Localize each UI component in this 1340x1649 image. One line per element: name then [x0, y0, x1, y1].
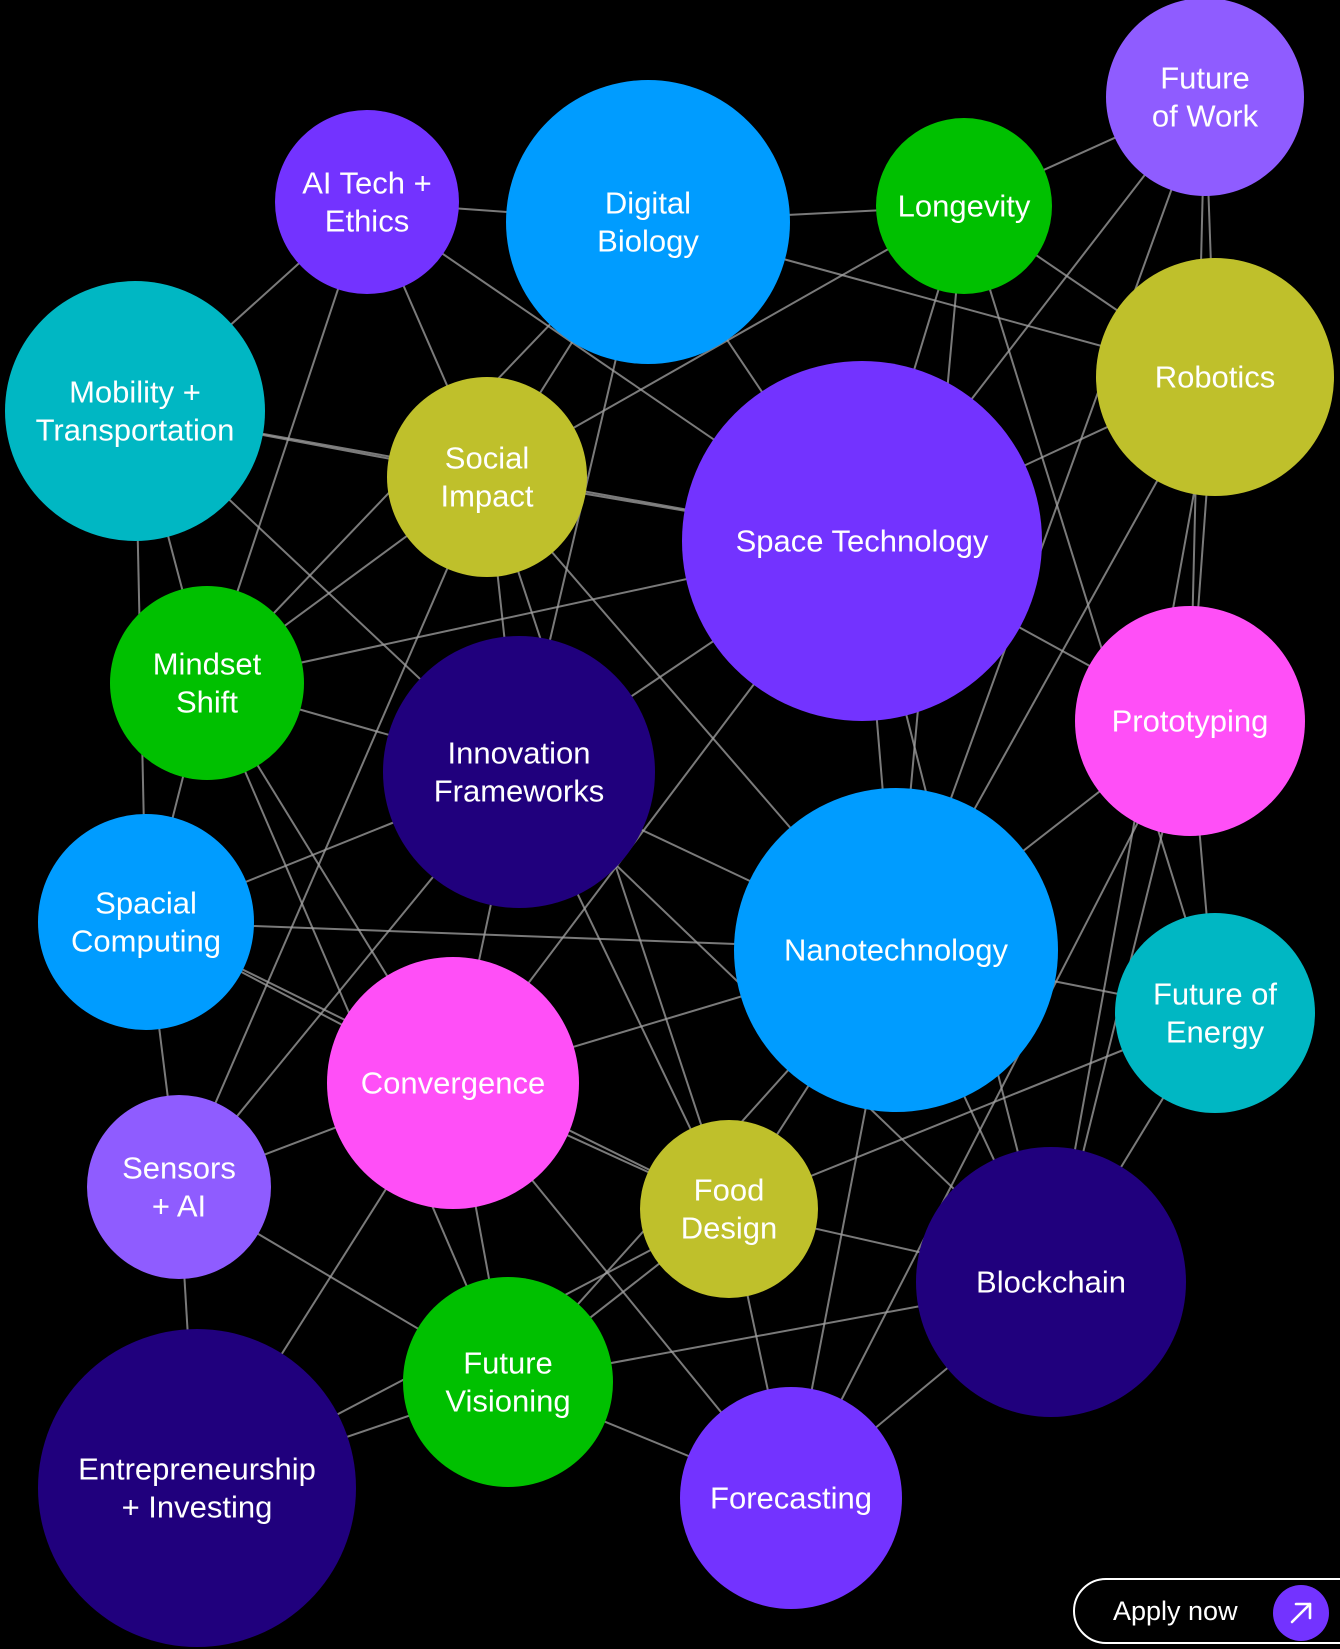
node-label-innovation-frameworks-line-2: Frameworks: [434, 774, 605, 809]
node-label-spacial-computing-line-2: Computing: [71, 924, 221, 959]
node-robotics[interactable]: Robotics: [1096, 258, 1334, 496]
node-circle-innovation-frameworks: [383, 636, 655, 908]
node-label-sensors-ai-line-2: + AI: [152, 1189, 206, 1224]
node-circle-mindset-shift: [110, 586, 304, 780]
node-label-spacial-computing-line-1: Spacial: [95, 886, 197, 921]
node-label-mobility-transportation-line-1: Mobility +: [69, 375, 201, 410]
node-circle-prototyping: [1075, 606, 1305, 836]
edge-social-impact-to-sensors-ai: [178, 476, 488, 1188]
node-label-social-impact-line-2: Impact: [440, 479, 533, 514]
node-forecasting[interactable]: Forecasting: [680, 1387, 902, 1609]
node-label-future-of-energy-line-1: Future of: [1153, 977, 1277, 1012]
node-sensors-ai[interactable]: Sensors+ AI: [87, 1095, 271, 1279]
edge-robotics-to-blockchain: [1050, 376, 1216, 1283]
node-label-future-of-work-line-2: of Work: [1152, 99, 1259, 134]
node-circle-social-impact: [387, 377, 587, 577]
node-label-entrepreneurship-investing-line-2: + Investing: [122, 1490, 273, 1525]
node-circle-future-of-energy: [1115, 913, 1315, 1113]
node-label-future-of-work-line-1: Future: [1160, 61, 1250, 96]
node-label-robotics-line-1: Robotics: [1155, 360, 1276, 395]
node-label-nanotechnology-line-1: Nanotechnology: [784, 933, 1009, 968]
node-label-sensors-ai-line-1: Sensors: [122, 1151, 236, 1186]
node-longevity[interactable]: Longevity: [876, 118, 1052, 294]
node-circle-future-of-work: [1106, 0, 1304, 196]
node-blockchain[interactable]: Blockchain: [916, 1147, 1186, 1417]
node-circle-blockchain: [916, 1147, 1186, 1417]
node-convergence[interactable]: Convergence: [327, 957, 579, 1209]
node-label-digital-biology-line-1: Digital: [605, 186, 691, 221]
node-circle-ai-tech-ethics: [275, 110, 459, 294]
arrow-up-right-icon: [1273, 1585, 1329, 1641]
apply-now-label: Apply now: [1113, 1595, 1238, 1626]
node-label-ai-tech-ethics-line-1: AI Tech +: [302, 166, 432, 201]
node-label-food-design-line-1: Food: [694, 1173, 765, 1208]
node-circle-food-design: [640, 1120, 818, 1298]
node-circle-space-technology: [682, 361, 1042, 721]
node-circle-robotics: [1096, 258, 1334, 496]
node-label-social-impact-line-1: Social: [445, 441, 529, 476]
node-label-food-design-line-2: Design: [681, 1211, 778, 1246]
node-label-digital-biology-line-2: Biology: [597, 224, 699, 259]
node-label-mindset-shift-line-2: Shift: [176, 685, 238, 720]
node-circle-longevity: [876, 118, 1052, 294]
node-label-ai-tech-ethics-line-2: Ethics: [325, 204, 409, 239]
node-label-longevity-line-1: Longevity: [898, 189, 1031, 224]
node-circle-forecasting: [680, 1387, 902, 1609]
node-label-prototyping-line-1: Prototyping: [1112, 704, 1269, 739]
node-label-innovation-frameworks-line-1: Innovation: [447, 736, 590, 771]
node-circle-future-visioning: [403, 1277, 613, 1487]
apply-now-button[interactable]: Apply now: [1073, 1578, 1340, 1644]
node-label-entrepreneurship-investing-line-1: Entrepreneurship: [78, 1452, 316, 1487]
node-circle-sensors-ai: [87, 1095, 271, 1279]
edge-longevity-to-future-of-energy: [963, 205, 1216, 1014]
node-ai-tech-ethics[interactable]: AI Tech +Ethics: [275, 110, 459, 294]
node-circle-spacial-computing: [38, 814, 254, 1030]
node-nanotechnology[interactable]: Nanotechnology: [734, 788, 1058, 1112]
node-label-forecasting-line-1: Forecasting: [710, 1481, 872, 1516]
edge-prototyping-to-forecasting: [790, 720, 1191, 1499]
node-circle-nanotechnology: [734, 788, 1058, 1112]
node-space-technology[interactable]: Space Technology: [682, 361, 1042, 721]
node-circle-entrepreneurship-investing: [38, 1329, 356, 1647]
node-label-future-visioning-line-1: Future: [463, 1346, 553, 1381]
node-circle-mobility-transportation: [5, 281, 265, 541]
node-label-mindset-shift-line-1: Mindset: [153, 647, 262, 682]
node-label-future-visioning-line-2: Visioning: [445, 1384, 570, 1419]
node-label-future-of-energy-line-2: Energy: [1166, 1015, 1265, 1050]
node-prototyping[interactable]: Prototyping: [1075, 606, 1305, 836]
node-circle-convergence: [327, 957, 579, 1209]
node-entrepreneurship-investing[interactable]: Entrepreneurship+ Investing: [38, 1329, 356, 1647]
node-label-mobility-transportation-line-2: Transportation: [36, 413, 235, 448]
node-label-convergence-line-1: Convergence: [361, 1066, 545, 1101]
node-label-blockchain-line-1: Blockchain: [976, 1265, 1126, 1300]
node-mobility-transportation[interactable]: Mobility +Transportation: [5, 281, 265, 541]
node-label-space-technology-line-1: Space Technology: [736, 524, 989, 559]
node-circle-digital-biology: [506, 80, 790, 364]
